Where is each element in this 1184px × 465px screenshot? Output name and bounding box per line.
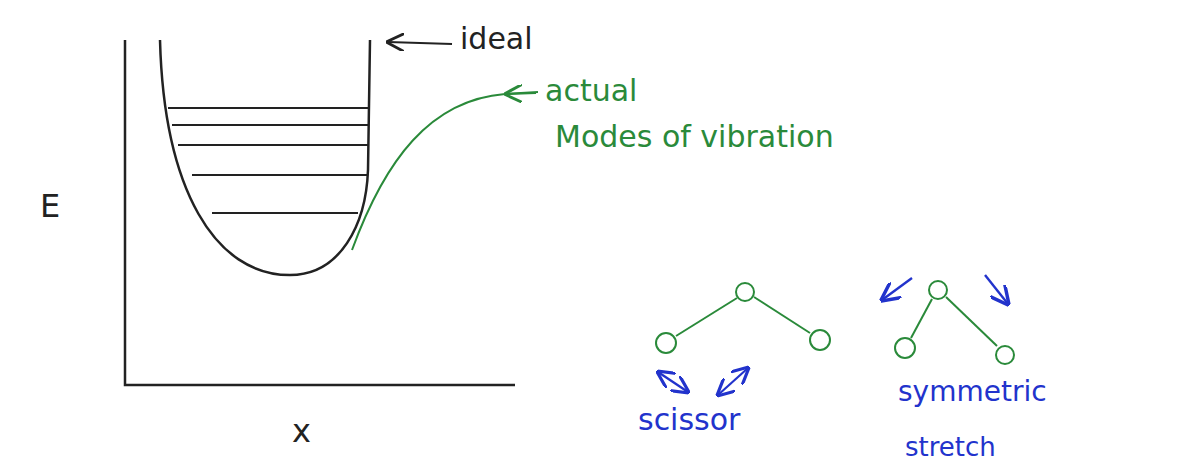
label-text: Modes of vibration: [555, 122, 834, 152]
axes: [125, 40, 515, 385]
label-text: x: [292, 415, 311, 447]
potential-well: [160, 40, 370, 275]
ideal-arrow: [388, 42, 452, 44]
scissor-arrow: [658, 372, 688, 392]
energy-levels: [168, 108, 369, 213]
molecule-stretch: [895, 281, 1014, 364]
label-text: stretch: [905, 434, 996, 460]
label-text: symmetric: [898, 378, 1047, 406]
stretch-arrow: [985, 275, 1008, 304]
actual-curve: [352, 92, 538, 250]
label-text: scissor: [638, 405, 740, 435]
label-text: E: [40, 190, 60, 222]
actual-arrow: [506, 93, 536, 94]
label-text: ideal: [460, 24, 533, 54]
molecule-scissor: [656, 283, 830, 353]
label-text: actual: [545, 76, 637, 106]
stretch-arrow: [882, 278, 912, 300]
scissor-arrow: [718, 368, 748, 395]
